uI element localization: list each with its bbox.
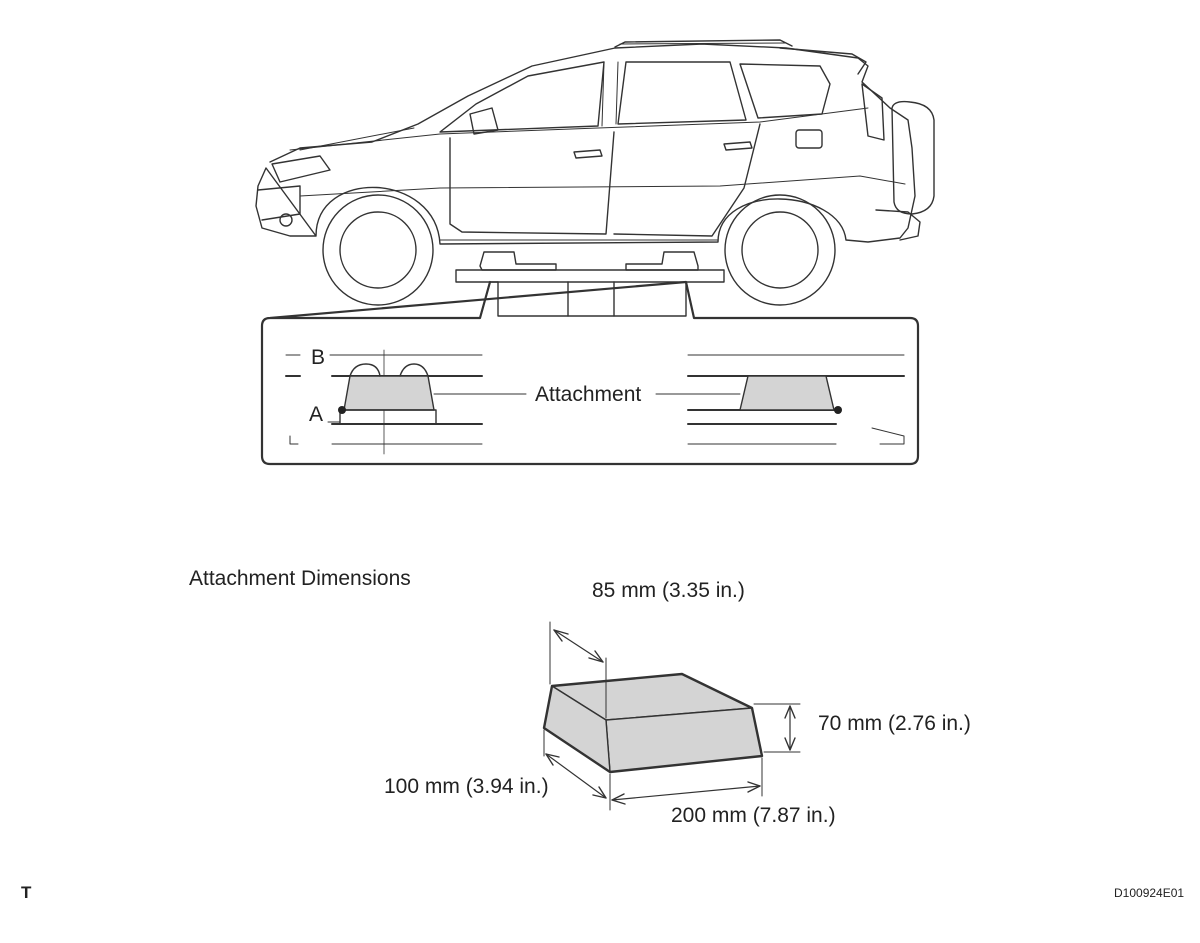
dimensions-heading: Attachment Dimensions <box>189 567 411 590</box>
label-b: B <box>311 346 326 369</box>
block-front-face <box>605 707 763 773</box>
rear-wheel <box>724 194 836 306</box>
dim-length-label: 200 mm (7.87 in.) <box>671 804 836 827</box>
end-marker-right <box>834 406 842 414</box>
rear-door-seam <box>613 123 761 237</box>
label-a: A <box>309 403 324 426</box>
front-wheel <box>322 194 434 306</box>
side-mirror <box>469 107 499 135</box>
headlight <box>271 155 331 183</box>
attachment-label: Attachment <box>535 383 642 406</box>
dim-top-width <box>549 621 607 719</box>
rubber-bump-right <box>399 363 429 377</box>
vehicle-body <box>255 43 916 245</box>
block-outline <box>542 672 764 774</box>
door-handle-rear <box>723 141 753 151</box>
tail-light <box>861 83 885 141</box>
attachment-3d <box>542 621 801 811</box>
lift-base <box>497 281 687 317</box>
attachment-block-right <box>739 375 835 411</box>
figure-id: D100924E01 <box>1114 886 1185 900</box>
attachment-block-left <box>343 375 435 411</box>
quarter-window <box>739 63 831 119</box>
rear-door-window <box>617 61 747 125</box>
dim-height-label: 70 mm (2.76 in.) <box>818 712 971 735</box>
lift <box>455 251 725 319</box>
detail-callout <box>260 280 920 466</box>
detail-frame <box>260 280 920 466</box>
dim-depth <box>543 729 611 811</box>
lift-pad-left <box>479 251 557 271</box>
dim-top-width-label: 85 mm (3.35 in.) <box>592 579 745 602</box>
dim-depth-label: 100 mm (3.94 in.) <box>384 775 549 798</box>
point-a-marker <box>338 406 346 414</box>
rear-spoiler <box>779 47 867 75</box>
front-window <box>439 61 605 133</box>
fog-light <box>279 213 293 227</box>
rubber-bump-left <box>349 363 381 377</box>
dim-height <box>753 703 801 753</box>
fuel-door <box>795 129 823 149</box>
lift-beam <box>455 269 725 283</box>
corner-mark: T <box>21 883 32 902</box>
door-handle-front <box>573 149 603 159</box>
lift-pad-right <box>625 251 699 271</box>
vehicle-side-view <box>255 39 935 306</box>
front-door-seam <box>449 131 615 235</box>
